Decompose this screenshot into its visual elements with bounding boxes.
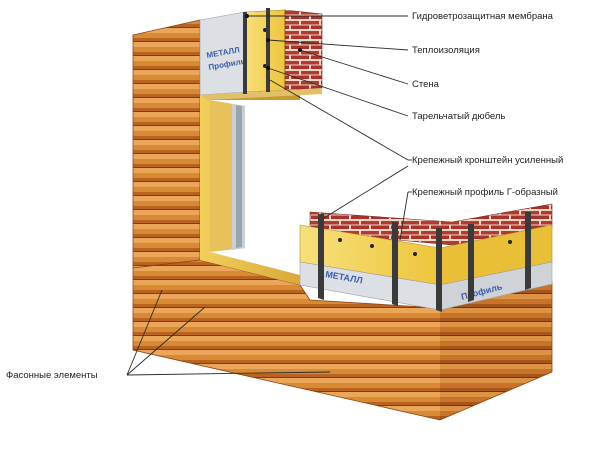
label-insulation: Теплоизоляция [412, 45, 480, 56]
window-opening [200, 95, 300, 285]
leader-lines [126, 14, 412, 376]
label-profile: Крепежный профиль Г-образный [412, 187, 558, 198]
cladding-left-column [132, 19, 201, 269]
top-wall-section: МЕТАЛЛ Профиль [199, 8, 323, 100]
right-wall-section: МЕТАЛЛ Профиль [299, 203, 553, 312]
label-bracket: Крепежный кронштейн усиленный [412, 155, 563, 166]
label-wall: Стена [412, 79, 440, 90]
label-shaped-elements: Фасонные элементы [6, 370, 98, 381]
label-membrane: Гидроветрозащитная мембрана [412, 11, 554, 22]
label-dowel: Тарельчатый дюбель [412, 111, 505, 122]
